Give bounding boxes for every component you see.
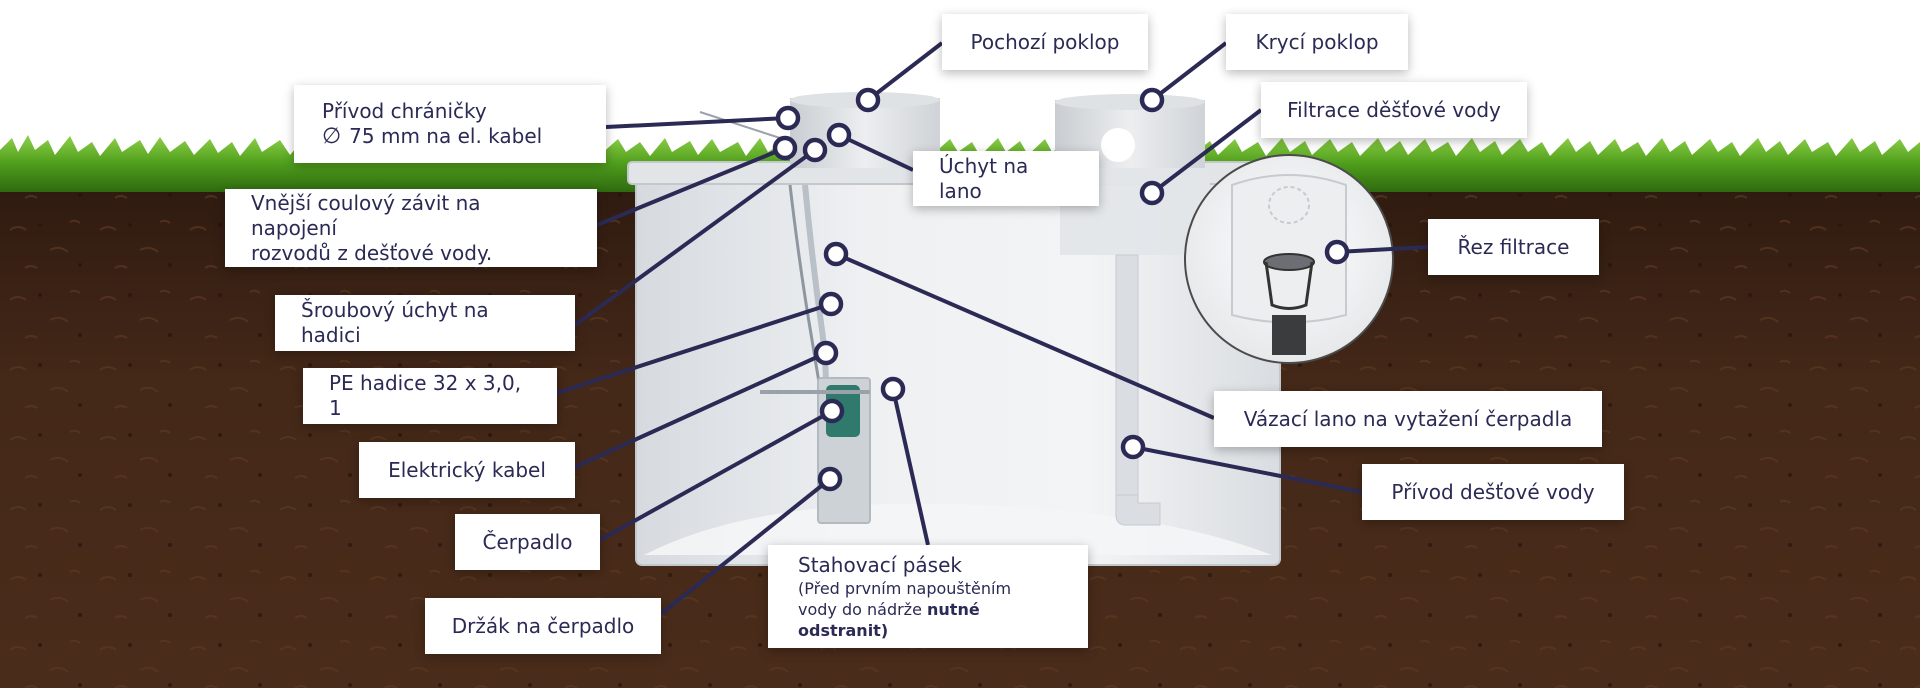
leader-rez-filtrace [1336,245,1429,254]
leader-pe-hadice [556,302,832,395]
label-privod-chranicky: Přívod chráničky ∅ 75 mm na el. kabel [294,85,606,163]
label-elektricky-kabel-text: Elektrický kabel [388,457,546,482]
label-kryci-poklop-text: Krycí poklop [1255,29,1379,54]
label-stahovaci-pasek: Stahovací pásek (Před prvním napouštěním… [768,545,1088,648]
label-uchyt-na-lano: Úchyt na lano [913,151,1099,206]
pin-uchyt-lano [826,122,852,148]
bottom-strip [0,688,1920,690]
pin-rez-filtrace [1324,239,1350,265]
filter-outlet [1272,315,1306,355]
label-pochozi-poklop-text: Pochozí poklop [970,29,1120,54]
label-pe-hadice-text: PE hadice 32 x 3,0, 1 [329,371,522,420]
label-sroubovy-uchyt-text: Šroubový úchyt na hadici [301,298,489,347]
label-privod-chranicky-line2: 75 mm na el. kabel [349,124,543,148]
leader-vazaci-lano [835,252,1215,420]
pin-privod-chranicky [775,105,801,131]
cover-shaft-top [1055,94,1205,110]
pin-cerpadlo [819,398,845,424]
pin-pe-hadice [818,291,844,317]
label-drzak-na-cerpadlo: Držák na čerpadlo [425,598,661,654]
label-filtrace: Filtrace děšťové vody [1261,82,1527,138]
label-vnejsi-zavit-line2: rozvodů z dešťové vody. [251,240,493,265]
diameter-icon: ∅ [322,124,342,149]
label-stahovaci-pasek-note2: vody do nádrže [798,599,922,619]
label-vazaci-lano-text: Vázací lano na vytažení čerpadla [1243,406,1573,431]
pin-kryci-poklop [1139,87,1165,113]
label-pe-hadice: PE hadice 32 x 3,0, 1 [303,368,557,424]
leader-privod-chranicky [605,116,789,129]
leader-lines [556,41,1429,616]
filter-section-body [1231,174,1347,324]
shaft-hole [1101,128,1135,162]
label-cerpadlo-text: Čerpadlo [482,529,573,554]
label-filtrace-text: Filtrace děšťové vody [1287,97,1501,122]
label-vazaci-lano: Vázací lano na vytažení čerpadla [1214,391,1602,447]
label-stahovaci-pasek-note1: (Před prvním napouštěním [798,578,1012,598]
filter-section-window [1268,186,1310,224]
label-stahovaci-pasek-note-bold: nutné odstranit) [798,599,980,640]
pin-filtrace [1139,180,1165,206]
cable-top [699,111,781,139]
leader-stahovaci-pasek [891,388,930,546]
strap [760,390,870,394]
label-drzak-na-cerpadlo-text: Držák na čerpadlo [451,613,635,638]
label-pochozi-poklop: Pochozí poklop [942,14,1148,70]
leader-filtrace [1150,108,1263,195]
pin-sroubovy-uchyt [802,137,828,163]
leader-pochozi-poklop [866,41,944,102]
label-rez-filtrace: Řez filtrace [1428,219,1599,275]
pin-stahovaci-pasek [880,376,906,402]
label-stahovaci-pasek-title: Stahovací pásek [798,552,962,577]
label-elektricky-kabel: Elektrický kabel [359,442,575,498]
pin-elektricky-kabel [813,340,839,366]
pin-drzak [817,466,843,492]
filter-basket [1264,261,1314,310]
pin-privod-destove-vody [1120,434,1146,460]
label-stahovaci-pasek-note2-wrap: vody do nádrže nutné odstranit) [798,599,1062,641]
label-privod-destove-vody-text: Přívod dešťové vody [1391,479,1595,504]
leader-elektricky-kabel [574,351,827,469]
cable [788,184,822,389]
label-vnejsi-zavit-line1: Vnější coulový závit na napojení [251,190,481,240]
pin-pochozi-poklop [855,87,881,113]
label-vnejsi-zavit: Vnější coulový závit na napojení rozvodů… [225,189,597,267]
label-privod-chranicky-line1: Přívod chráničky [322,99,487,123]
pin-markers [772,87,1350,492]
label-rez-filtrace-text: Řez filtrace [1457,234,1570,259]
label-privod-destove-vody: Přívod dešťové vody [1362,464,1624,520]
inflow-elbow [1115,494,1161,526]
label-cerpadlo: Čerpadlo [455,514,600,570]
label-sroubovy-uchyt: Šroubový úchyt na hadici [275,295,575,351]
leader-uchyt-na-lano [838,133,914,172]
leader-cerpadlo [599,409,833,542]
filter-basket-rim [1263,253,1315,271]
pin-vnejsi-zavit [772,135,798,161]
label-kryci-poklop: Krycí poklop [1226,14,1408,70]
leader-drzak [659,477,832,616]
label-uchyt-na-lano-text: Úchyt na lano [939,153,1029,203]
leader-vnejsi-zavit [596,146,786,227]
leader-kryci-poklop [1150,41,1228,102]
pin-vazaci-lano [823,241,849,267]
leader-privod-destove-vody [1132,445,1363,494]
leader-sroubovy-uchyt [573,148,817,327]
hose [802,184,829,389]
label-privod-chranicky-line2-wrap: ∅ 75 mm na el. kabel [322,124,580,149]
tank-floor [644,503,1272,555]
